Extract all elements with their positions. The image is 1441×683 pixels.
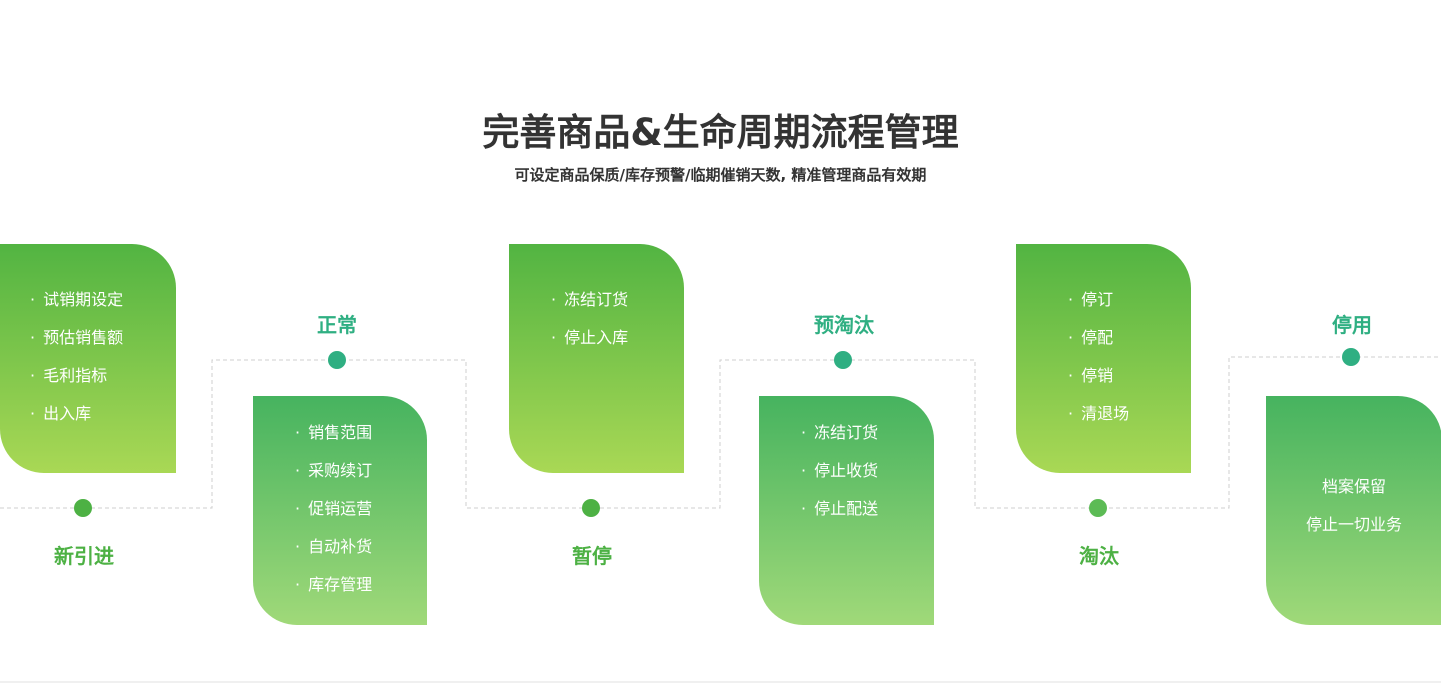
list-item: 停止收货 [801, 461, 878, 499]
list-item: 停销 [1068, 366, 1129, 404]
list-item: 停配 [1068, 328, 1129, 366]
stage-card-paused: 冻结订货停止入库 [509, 244, 684, 473]
stage-card-disabled: 档案保留停止一切业务 [1266, 396, 1441, 625]
list-item: 出入库 [30, 404, 123, 442]
list-item: 销售范围 [295, 423, 372, 461]
stage-dot [834, 351, 852, 369]
stage-card-normal: 销售范围采购续订促销运营自动补货库存管理 [253, 396, 427, 625]
stage-card-new: 试销期设定预估销售额毛利指标出入库 [0, 244, 176, 473]
list-item: 试销期设定 [30, 290, 123, 328]
list-item: 停订 [1068, 290, 1129, 328]
list-item: 清退场 [1068, 404, 1129, 442]
list-item: 冻结订货 [801, 423, 878, 461]
stage-label-retired: 淘汰 [1079, 544, 1119, 568]
page-title: 完善商品&生命周期流程管理 [482, 111, 959, 154]
list-item: 库存管理 [295, 575, 372, 613]
stage-dot [1089, 499, 1107, 517]
list-item: 停止入库 [551, 328, 628, 366]
stage-dot [1342, 348, 1360, 366]
stage-label-new: 新引进 [54, 544, 114, 568]
list-item: 停止配送 [801, 499, 878, 537]
card-text: 停止一切业务 [1305, 515, 1402, 534]
page-subtitle: 可设定商品保质/库存预警/临期催销天数, 精准管理商品有效期 [514, 166, 927, 184]
stage-card-retired: 停订停配停销清退场 [1016, 244, 1191, 473]
stage-label-paused: 暂停 [572, 544, 612, 568]
stage-dot [328, 351, 346, 369]
stage-label-disabled: 停用 [1332, 313, 1372, 337]
stage-label-pre-retire: 预淘汰 [814, 313, 874, 337]
stage-card-pre-retire: 冻结订货停止收货停止配送 [759, 396, 934, 625]
stage-dot [582, 499, 600, 517]
card-text: 档案保留 [1321, 477, 1386, 496]
stage-dot [74, 499, 92, 517]
list-item: 采购续订 [295, 461, 372, 499]
list-item: 毛利指标 [30, 366, 123, 404]
bottom-divider [0, 681, 1441, 683]
list-item: 自动补货 [295, 537, 372, 575]
stage-label-normal: 正常 [317, 313, 357, 337]
list-item: 冻结订货 [551, 290, 628, 328]
list-item: 预估销售额 [30, 328, 123, 366]
list-item: 促销运营 [295, 499, 372, 537]
